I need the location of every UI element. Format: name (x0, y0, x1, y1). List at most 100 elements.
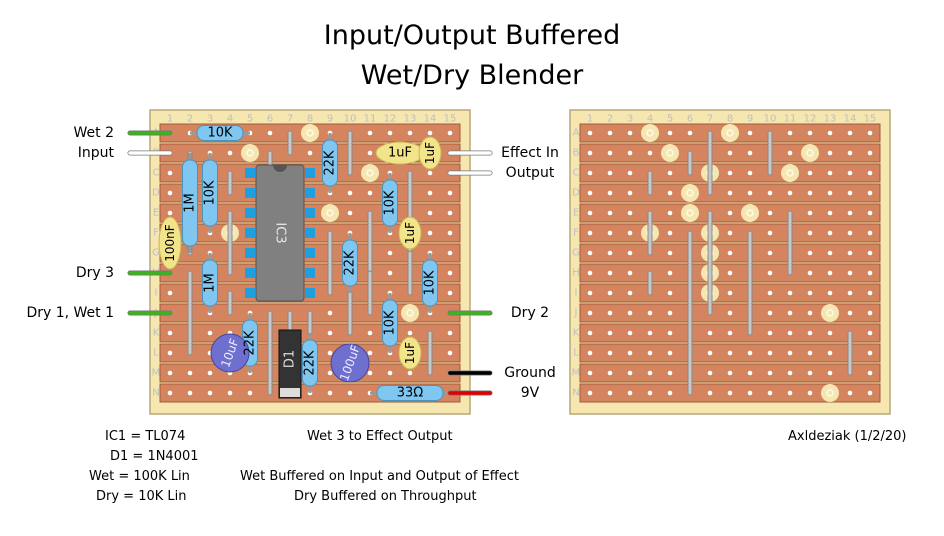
strip-hole (847, 270, 853, 276)
strip-hole (807, 190, 813, 196)
strip-hole (327, 330, 333, 336)
resistor-body (202, 159, 218, 227)
strip-hole (867, 130, 873, 136)
track-cut-hole (746, 209, 754, 217)
strip-hole (847, 130, 853, 136)
strip-hole (727, 390, 733, 396)
strip-hole (647, 330, 653, 336)
resistor-body (382, 179, 398, 227)
capacitor-value-label: 1uF (388, 146, 412, 161)
ic-pin (305, 228, 315, 238)
ic-pin (305, 208, 315, 218)
diode-body (278, 329, 302, 399)
strip-hole (587, 290, 593, 296)
strip-hole (867, 290, 873, 296)
column-label: 8 (727, 114, 733, 125)
strip-hole (447, 250, 453, 256)
strip-hole (867, 270, 873, 276)
strip-hole (447, 350, 453, 356)
strip-hole (827, 330, 833, 336)
resistor-value-label: 22K (323, 150, 338, 176)
row-label: B (573, 148, 580, 159)
ic-pin (245, 208, 255, 218)
strip-hole (667, 210, 673, 216)
strip-hole (167, 170, 173, 176)
strip-hole (367, 190, 373, 196)
strip-hole (727, 290, 733, 296)
diagram-title-line2: Wet/Dry Blender (360, 60, 584, 91)
strip-hole (827, 290, 833, 296)
strip-hole (607, 230, 613, 236)
part-note-d1: D1 = 1N4001 (110, 449, 199, 464)
strip-hole (807, 210, 813, 216)
strip-hole (727, 150, 733, 156)
track-cut-hole (726, 129, 734, 137)
strip-hole (807, 310, 813, 316)
row-label: M (152, 368, 161, 379)
strip-hole (727, 310, 733, 316)
strip-hole (347, 210, 353, 216)
author-credit: Axldeziak (1/2/20) (788, 429, 907, 444)
ic-pin (245, 288, 255, 298)
column-label: 8 (307, 114, 313, 125)
strip-hole (607, 250, 613, 256)
strip-hole (707, 350, 713, 356)
row-label: I (155, 288, 158, 299)
strip-hole (747, 350, 753, 356)
strip-hole (587, 390, 593, 396)
part-note-dry: Dry = 10K Lin (96, 489, 187, 504)
column-label: 2 (187, 114, 193, 125)
strip-hole (807, 230, 813, 236)
track-cut (801, 144, 819, 162)
track-cut (401, 304, 419, 322)
strip-hole (867, 330, 873, 336)
strip-hole (407, 130, 413, 136)
ic-pin (305, 248, 315, 258)
column-label: 15 (864, 114, 877, 125)
resistor-body (196, 125, 244, 141)
strip-hole (647, 370, 653, 376)
wire-label-dry-3: Dry 3 (76, 265, 114, 281)
strip-hole (667, 290, 673, 296)
strip-hole (767, 210, 773, 216)
resistor-value-label: 10K (207, 126, 233, 141)
strip-hole (587, 270, 593, 276)
strip-hole (807, 250, 813, 256)
strip-hole (827, 150, 833, 156)
column-label: 2 (607, 114, 613, 125)
strip-hole (767, 190, 773, 196)
wiring-note-dry-buffered: Dry Buffered on Throughput (294, 489, 477, 504)
strip-hole (727, 350, 733, 356)
wire-label-dry-1-wet-1: Dry 1, Wet 1 (26, 305, 114, 321)
strip-hole (827, 130, 833, 136)
strip-hole (847, 150, 853, 156)
strip-hole (607, 190, 613, 196)
strip-hole (427, 190, 433, 196)
strip-hole (867, 210, 873, 216)
strip-hole (247, 390, 253, 396)
stripboard-right (569, 109, 891, 415)
track-cut-hole (246, 149, 254, 157)
resistor-body (302, 339, 318, 387)
strip-hole (587, 150, 593, 156)
strip-hole (167, 370, 173, 376)
strip-hole (787, 310, 793, 316)
column-label: 4 (647, 114, 653, 125)
strip-hole (767, 230, 773, 236)
strip-hole (367, 350, 373, 356)
strip-hole (847, 170, 853, 176)
strip-hole (847, 210, 853, 216)
resistor-value-label: 22K (243, 330, 258, 356)
strip-hole (607, 150, 613, 156)
strip-hole (727, 250, 733, 256)
track-cut (681, 204, 699, 222)
strip-hole (587, 330, 593, 336)
strip-hole (747, 130, 753, 136)
strip-hole (787, 190, 793, 196)
strip-hole (787, 370, 793, 376)
strip-hole (807, 290, 813, 296)
row-label: E (573, 208, 579, 219)
strip-hole (607, 210, 613, 216)
track-cut (821, 384, 839, 402)
track-cut (681, 184, 699, 202)
